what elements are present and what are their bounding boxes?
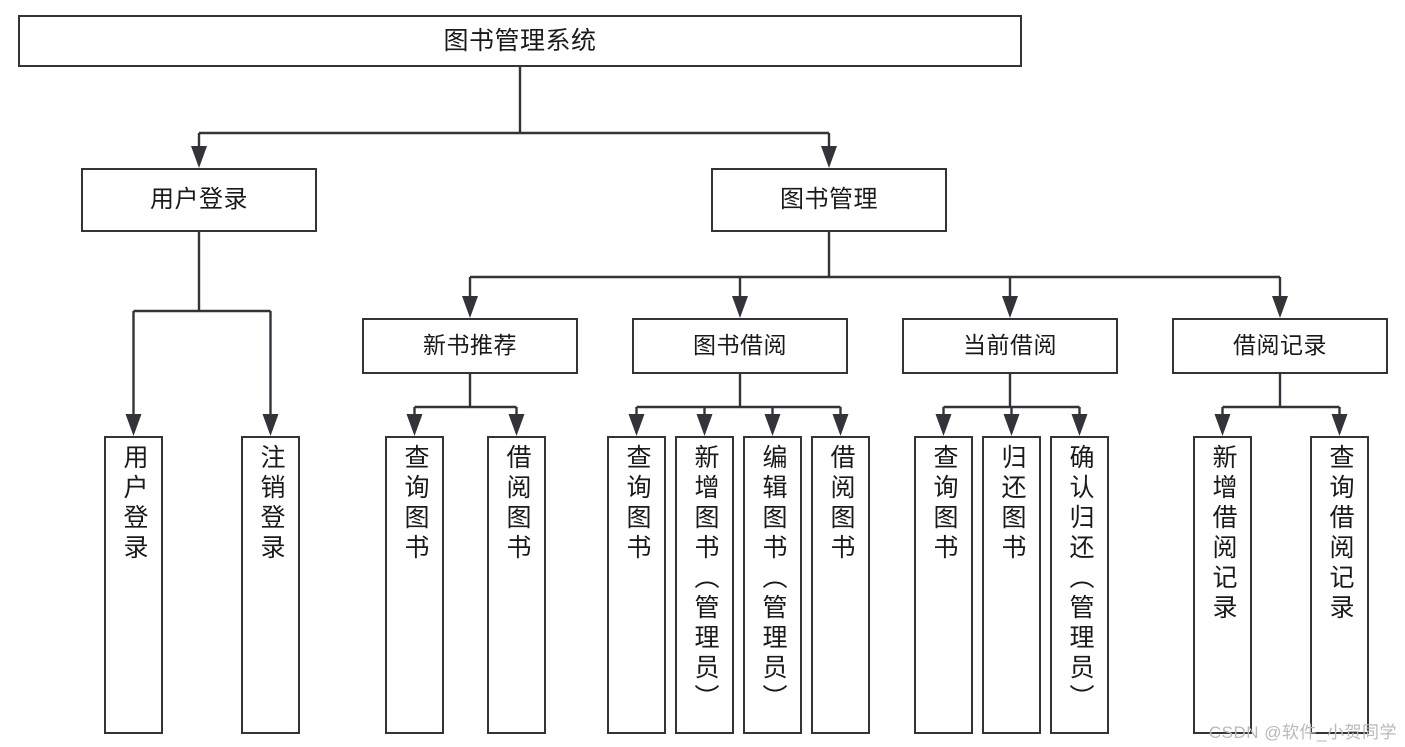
- node-label: 用户登录: [150, 185, 248, 213]
- node-label: 图书管理系统: [443, 27, 597, 55]
- connector-arrowhead: [1003, 414, 1020, 436]
- node-leaf-borrow-book[interactable]: 借阅图书: [811, 436, 870, 734]
- node-new-book-recommend[interactable]: 新书推荐: [362, 318, 578, 374]
- node-label: 用户登录: [120, 444, 148, 564]
- node-leaf-confirm-return[interactable]: 确认归还（管理员）: [1050, 436, 1109, 734]
- node-leaf-query-book-borrow[interactable]: 查询图书: [607, 436, 666, 734]
- connector-arrowhead: [1331, 414, 1348, 436]
- node-label: 新增图书（管理员）: [691, 444, 719, 714]
- node-label: 新书推荐: [423, 332, 517, 359]
- connector-arrowhead: [1071, 414, 1088, 436]
- node-root[interactable]: 图书管理系统: [18, 15, 1022, 67]
- connector-arrowhead: [935, 414, 952, 436]
- node-user-login[interactable]: 用户登录: [81, 168, 317, 232]
- connector-arrowhead: [628, 414, 645, 436]
- node-label: 查询图书: [930, 444, 958, 564]
- connector-arrowhead: [462, 296, 478, 318]
- node-leaf-borrow-book-rec[interactable]: 借阅图书: [487, 436, 546, 734]
- node-leaf-add-record[interactable]: 新增借阅记录: [1193, 436, 1252, 734]
- node-label: 借阅图书: [827, 444, 855, 564]
- node-label: 编辑图书（管理员）: [759, 444, 787, 714]
- node-book-manage[interactable]: 图书管理: [711, 168, 947, 232]
- node-label: 当前借阅: [963, 332, 1057, 359]
- node-leaf-query-book-rec[interactable]: 查询图书: [385, 436, 444, 734]
- connector-arrowhead: [732, 296, 748, 318]
- connector-arrowhead: [696, 414, 713, 436]
- connector-arrowhead: [821, 146, 837, 168]
- node-label: 查询图书: [623, 444, 651, 564]
- node-leaf-return-book[interactable]: 归还图书: [982, 436, 1041, 734]
- node-label: 图书借阅: [693, 332, 787, 359]
- connector-arrowhead: [1272, 296, 1288, 318]
- node-borrow-record[interactable]: 借阅记录: [1172, 318, 1388, 374]
- node-label: 注销登录: [257, 444, 285, 564]
- connector-arrowhead: [191, 146, 207, 168]
- node-leaf-user-login[interactable]: 用户登录: [104, 436, 163, 734]
- connector-arrowhead: [508, 414, 525, 436]
- connector-arrowhead: [262, 414, 279, 436]
- connector-arrowhead: [832, 414, 849, 436]
- node-leaf-edit-book[interactable]: 编辑图书（管理员）: [743, 436, 802, 734]
- watermark-label: CSDN @软件_小贺同学: [1208, 723, 1397, 742]
- node-label: 确认归还（管理员）: [1066, 444, 1094, 714]
- connector-arrowhead: [764, 414, 781, 436]
- node-label: 借阅记录: [1233, 332, 1327, 359]
- node-book-borrow[interactable]: 图书借阅: [632, 318, 848, 374]
- node-label: 图书管理: [780, 185, 878, 213]
- connector-arrowhead: [1214, 414, 1231, 436]
- node-leaf-logout[interactable]: 注销登录: [241, 436, 300, 734]
- connector-arrowhead: [1002, 296, 1018, 318]
- node-label: 查询借阅记录: [1326, 444, 1354, 624]
- node-label: 借阅图书: [503, 444, 531, 564]
- node-label: 新增借阅记录: [1209, 444, 1237, 624]
- connector-arrowhead: [406, 414, 423, 436]
- node-leaf-query-record[interactable]: 查询借阅记录: [1310, 436, 1369, 734]
- node-label: 查询图书: [401, 444, 429, 564]
- node-label: 归还图书: [998, 444, 1026, 564]
- connector-arrowhead: [125, 414, 142, 436]
- node-current-borrow[interactable]: 当前借阅: [902, 318, 1118, 374]
- node-leaf-query-book-current[interactable]: 查询图书: [914, 436, 973, 734]
- node-leaf-add-book[interactable]: 新增图书（管理员）: [675, 436, 734, 734]
